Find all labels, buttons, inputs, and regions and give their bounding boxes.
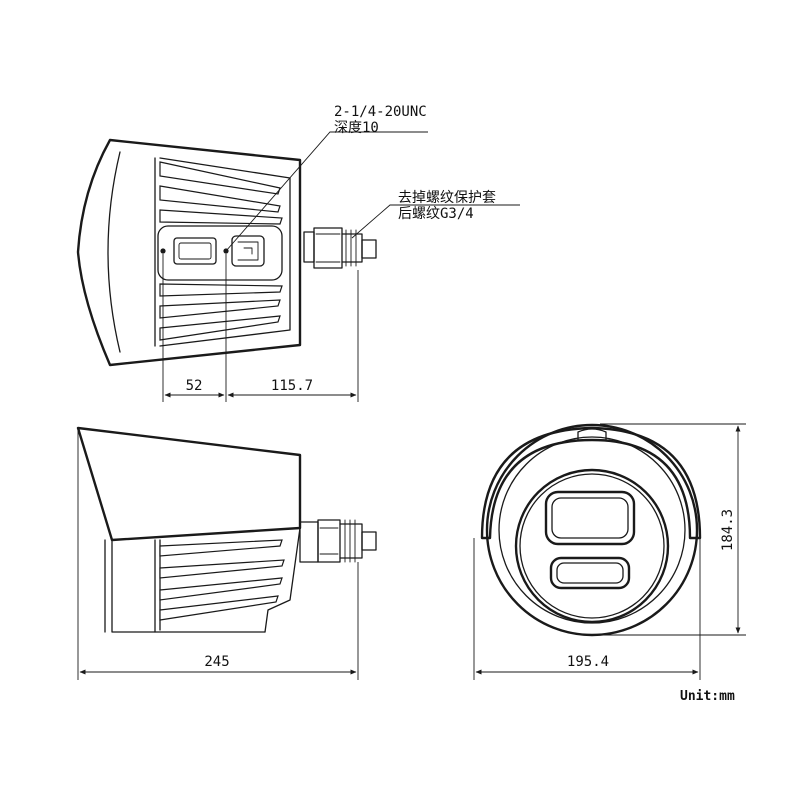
front-body-outer [485,423,699,637]
dim-overall-length: 245 [204,654,229,670]
side-view-fins [159,539,285,621]
mount-slot-left [173,237,217,265]
rear-cap-leader [351,204,520,239]
front-lens-bezel [514,468,670,624]
thread-spec-text-2: 深度10 [334,120,379,136]
mount-slot-right [231,235,265,267]
dim-height-group: 184.3 [600,423,746,636]
dim-overall-height: 184.3 [720,509,736,551]
front-view [480,423,702,637]
dim-mount-group: 52 115.7 [162,254,359,402]
dim-width-group: 195.4 [473,538,701,680]
thread-leader [225,131,428,252]
dim-mount-offset: 52 [186,378,203,394]
rear-connector [303,227,377,269]
rear-cap-text-1: 去掉螺纹保护套 [398,190,496,206]
bottom-view [76,138,377,367]
dim-mount-to-rear: 115.7 [271,378,313,394]
front-window-upper [544,490,636,546]
front-window-lower [549,556,631,590]
bottom-view-fins [159,161,283,341]
unit-label: Unit:mm [680,689,735,704]
dim-overall-width: 195.4 [567,654,609,670]
mount-plate [157,225,283,281]
dim-length-group: 245 [77,430,359,680]
rear-cap-text-2: 后螺纹G3/4 [398,206,474,222]
side-rear-connector [299,519,377,563]
mount-hole-left [160,248,166,254]
thread-spec-text-1: 2-1/4-20UNC [334,104,427,120]
side-view [76,426,377,633]
